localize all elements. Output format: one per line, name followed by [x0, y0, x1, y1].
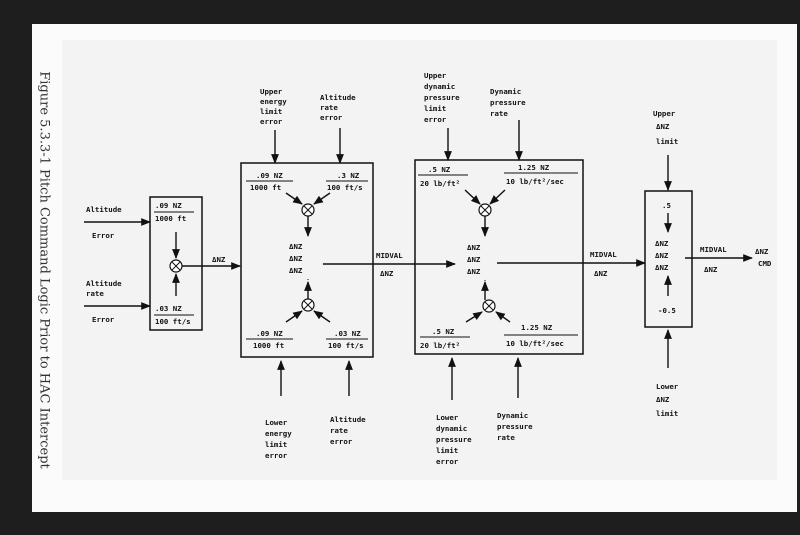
box1-top-gain-den: 1000 ft — [155, 214, 186, 223]
box3-dynamic-pressure-block: .5 NZ 20 lb/ft² 1.25 NZ 10 lb/ft²/sec ΔN… — [414, 159, 584, 355]
box3-bottom-left-den: 20 lb/ft² — [420, 341, 460, 350]
box3-output-midval: MIDVAL — [590, 250, 617, 259]
upper-dyn-label-4: limit — [424, 104, 446, 113]
box1-bottom-gain-den: 100 ft/s — [155, 317, 191, 326]
upper-alt-rate-label-1: Altitude — [320, 93, 356, 102]
box1-bottom-gain-num: .03 NZ — [155, 304, 182, 313]
lower-dyn-label-3: pressure — [436, 435, 472, 444]
upper-alt-rate-label-3: error — [320, 113, 343, 122]
box2-top-left-num: .09 NZ — [256, 171, 283, 180]
upper-dyn-rate-label-1: Dynamic — [490, 87, 521, 96]
lower-dyn-rate-label-3: rate — [497, 433, 515, 442]
box2-bottom-right-num: .03 NZ — [334, 329, 361, 338]
box4-midval-1: ΔNZ — [655, 239, 669, 248]
lower-energy-label-2: energy — [265, 429, 292, 438]
scanned-figure-area — [62, 40, 777, 480]
box4-bottom-value: -0.5 — [658, 306, 676, 315]
box2-output-midval: MIDVAL — [376, 251, 403, 260]
lower-nz-label-2: ΔNZ — [656, 395, 670, 404]
box3-midval-3: ΔNZ — [467, 267, 481, 276]
input-altitude-rate-label-2: rate — [86, 289, 104, 298]
lower-alt-rate-label-3: error — [330, 437, 353, 446]
lower-dyn-rate-label-2: pressure — [497, 422, 533, 431]
upper-nz-label-1: Upper — [653, 109, 676, 118]
lower-dyn-label-5: error — [436, 457, 459, 466]
input-altitude-label: Altitude — [86, 205, 122, 214]
lower-alt-rate-label-1: Altitude — [330, 415, 366, 424]
box3-midval-2: ΔNZ — [467, 255, 481, 264]
box4-output-midval: MIDVAL — [700, 245, 727, 254]
box2-top-right-num: .3 NZ — [337, 171, 360, 180]
upper-dyn-label-5: error — [424, 115, 447, 124]
box1-output-label: ΔNZ — [212, 255, 226, 264]
lower-dyn-label-4: limit — [436, 446, 458, 455]
box3-bottom-right-den: 10 lb/ft²/sec — [506, 339, 564, 348]
upper-dyn-rate-label-3: rate — [490, 109, 508, 118]
box4-midval-3: ΔNZ — [655, 263, 669, 272]
upper-nz-label-3: limit — [656, 137, 678, 146]
box2-midval-2: ΔNZ — [289, 254, 303, 263]
input-altitude-error-label: Error — [92, 231, 115, 240]
lower-nz-label-3: limit — [656, 409, 678, 418]
box2-bottom-left-den: 1000 ft — [253, 341, 284, 350]
lower-energy-label-1: Lower — [265, 418, 288, 427]
upper-energy-label-1: Upper — [260, 87, 283, 96]
lower-energy-label-4: error — [265, 451, 288, 460]
box4-limit-block: .5 ΔNZ ΔNZ ΔNZ -0.5 — [644, 190, 693, 328]
upper-dyn-rate-label-2: pressure — [490, 98, 526, 107]
cmd-label-2: CMD — [758, 259, 772, 268]
box2-bottom-left-num: .09 NZ — [256, 329, 283, 338]
box3-midval-1: ΔNZ — [467, 243, 481, 252]
upper-energy-label-4: error — [260, 117, 283, 126]
upper-dyn-label-1: Upper — [424, 71, 447, 80]
cmd-label-1: ΔNZ — [755, 247, 769, 256]
lower-alt-rate-label-2: rate — [330, 426, 348, 435]
box3-output-nz: ΔNZ — [594, 269, 608, 278]
lower-dyn-rate-label-1: Dynamic — [497, 411, 528, 420]
box2-bottom-right-den: 100 ft/s — [328, 341, 364, 350]
box3-top-right-num: 1.25 NZ — [518, 163, 550, 172]
upper-dyn-label-3: pressure — [424, 93, 460, 102]
lower-dyn-label-1: Lower — [436, 413, 459, 422]
box2-top-right-den: 100 ft/s — [327, 183, 363, 192]
upper-energy-label-2: energy — [260, 97, 287, 106]
upper-energy-label-3: limit — [260, 107, 282, 116]
box2-midval-3: ΔNZ — [289, 266, 303, 275]
lower-energy-label-3: limit — [265, 440, 287, 449]
box3-bottom-right-num: 1.25 NZ — [521, 323, 553, 332]
box4-midval-2: ΔNZ — [655, 251, 669, 260]
box4-output-nz: ΔNZ — [704, 265, 718, 274]
upper-alt-rate-label-2: rate — [320, 103, 338, 112]
input-altitude-rate-error-label: Error — [92, 315, 115, 324]
lower-nz-label-1: Lower — [656, 382, 679, 391]
lower-dyn-label-2: dynamic — [436, 424, 467, 433]
box2-output-nz: ΔNZ — [380, 269, 394, 278]
box2-top-left-den: 1000 ft — [250, 183, 281, 192]
box3-top-left-num: .5 NZ — [428, 165, 451, 174]
box1-gain-block: .09 NZ 1000 ft .03 NZ 100 ft/s — [149, 196, 203, 331]
upper-dyn-label-2: dynamic — [424, 82, 455, 91]
upper-nz-label-2: ΔNZ — [656, 122, 670, 131]
box1-top-gain-num: .09 NZ — [155, 201, 182, 210]
box2-energy-block: .09 NZ 1000 ft .3 NZ 100 ft/s ΔNZ ΔNZ ΔN… — [240, 162, 374, 358]
box2-midval-1: ΔNZ — [289, 242, 303, 251]
box3-bottom-left-num: .5 NZ — [432, 327, 455, 336]
box4-top-value: .5 — [662, 201, 671, 210]
box3-top-left-den: 20 lb/ft² — [420, 179, 460, 188]
input-altitude-rate-label: Altitude — [86, 279, 122, 288]
box3-top-right-den: 10 lb/ft²/sec — [506, 177, 564, 186]
